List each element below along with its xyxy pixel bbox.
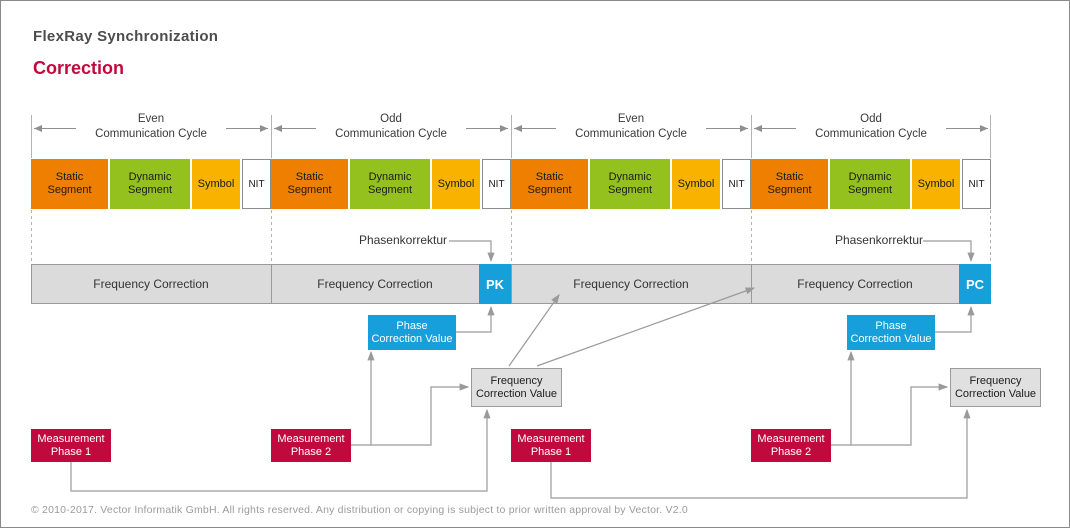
box-text-line: Phase: [396, 319, 428, 332]
box-text-line: Frequency: [490, 374, 543, 387]
box-text-line: Measurement: [517, 432, 585, 445]
segment-nit: NIT: [722, 159, 751, 209]
pc-badge: PC: [959, 264, 991, 304]
phase-correction-value-box: Phase Correction Value: [847, 315, 935, 350]
segment-symbol: Symbol: [672, 159, 720, 209]
cycle-label-odd-1: Odd Communication Cycle: [316, 111, 466, 143]
segment-nit: NIT: [242, 159, 271, 209]
segment-dynamic: Dynamic Segment: [110, 159, 190, 209]
phasenkorrektur-label: Phasenkorrektur: [358, 233, 447, 247]
cycle-label-line: Communication Cycle: [815, 128, 927, 140]
cycle-label-line: Communication Cycle: [575, 128, 687, 140]
bar-divider: [751, 264, 752, 304]
segment-static: Static Segment: [511, 159, 588, 209]
box-text-line: Phase: [875, 319, 907, 332]
frequency-correction-value-box: Frequency Correction Value: [950, 368, 1041, 407]
connector-phasenkorrektur1-to-pk: [449, 240, 495, 263]
box-text-line: Correction Value: [850, 332, 932, 345]
measurement-phase-2-box: Measurement Phase 2: [271, 429, 351, 462]
box-text-line: Correction Value: [954, 387, 1037, 400]
box-text-line: Correction Value: [371, 332, 453, 345]
segment-dynamic: Dynamic Segment: [350, 159, 430, 209]
segment-symbol: Symbol: [192, 159, 240, 209]
segment-symbol: Symbol: [912, 159, 960, 209]
box-text-line: Phase 2: [770, 445, 812, 458]
connector-fcv1-to-bar3: [508, 294, 560, 367]
box-text-line: Measurement: [757, 432, 825, 445]
cycle-label-line: Even: [617, 113, 645, 125]
segment-symbol: Symbol: [432, 159, 480, 209]
box-text-line: Phase 1: [50, 445, 92, 458]
pk-badge: PK: [479, 264, 511, 304]
bar-divider: [271, 264, 272, 304]
bar-divider: [511, 264, 512, 304]
measurement-phase-2-box: Measurement Phase 2: [751, 429, 831, 462]
measurement-phase-1-box: Measurement Phase 1: [31, 429, 111, 462]
box-text-line: Measurement: [277, 432, 345, 445]
cycle-label-line: Communication Cycle: [335, 128, 447, 140]
segment-nit: NIT: [482, 159, 511, 209]
frequency-correction-label: Frequency Correction: [317, 277, 433, 291]
cycle-label-line: Communication Cycle: [95, 128, 207, 140]
cycle-label-line: Even: [137, 113, 165, 125]
measurement-phase-1-box: Measurement Phase 1: [511, 429, 591, 462]
box-text-line: Phase 1: [530, 445, 572, 458]
segment-static: Static Segment: [751, 159, 828, 209]
page-subtitle: Correction: [33, 58, 125, 78]
frequency-correction-value-box: Frequency Correction Value: [471, 368, 562, 407]
segment-nit: NIT: [962, 159, 991, 209]
frequency-correction-label: Frequency Correction: [573, 277, 689, 291]
phase-correction-value-box: Phase Correction Value: [368, 315, 456, 350]
frequency-correction-label: Frequency Correction: [93, 277, 209, 291]
box-text-line: Frequency: [969, 374, 1022, 387]
connector-pcv1-to-pk: [456, 305, 495, 333]
segment-static: Static Segment: [31, 159, 108, 209]
connector-measure2b-to-fcv2: [831, 383, 949, 446]
segment-dynamic: Dynamic Segment: [830, 159, 910, 209]
segment-static: Static Segment: [271, 159, 348, 209]
connector-measure2-to-fcv1: [351, 383, 470, 446]
cycle-label-line: Odd: [860, 113, 882, 125]
segment-dynamic: Dynamic Segment: [590, 159, 670, 209]
box-text-line: Phase 2: [290, 445, 332, 458]
page-title: FlexRay Synchronization: [33, 28, 219, 45]
cycle-label-even-1: Even Communication Cycle: [76, 111, 226, 143]
copyright-footer: © 2010-2017. Vector Informatik GmbH. All…: [31, 504, 688, 516]
connector-phasenkorrektur2-to-pc: [923, 240, 975, 263]
cycle-label-line: Odd: [380, 113, 402, 125]
cycle-label-odd-2: Odd Communication Cycle: [796, 111, 946, 143]
frequency-correction-label: Frequency Correction: [797, 277, 913, 291]
cycle-label-even-2: Even Communication Cycle: [556, 111, 706, 143]
connector-pcv2-to-pc: [935, 305, 975, 333]
phasenkorrektur-label: Phasenkorrektur: [834, 233, 923, 247]
box-text-line: Correction Value: [475, 387, 558, 400]
box-text-line: Measurement: [37, 432, 105, 445]
